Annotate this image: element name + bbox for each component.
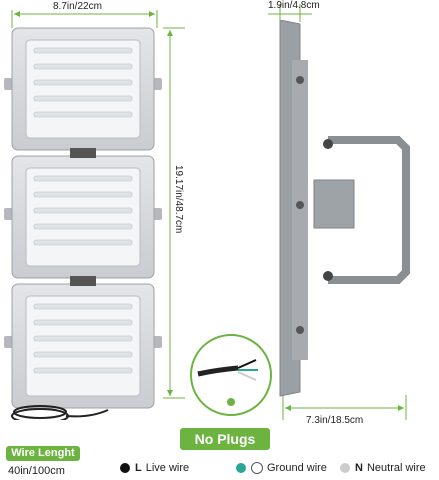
cable-closeup	[190, 334, 272, 416]
teal-dot-icon	[236, 463, 246, 473]
floodlight-front-view	[4, 27, 162, 420]
depth-label: 1.9in/4.8cm	[268, 0, 320, 11]
ground-symbol-icon	[251, 462, 263, 474]
height-label: 19.17in/48.7cm	[173, 165, 184, 234]
legend-live: L Live wire	[120, 462, 189, 474]
grey-dot-icon	[340, 463, 350, 473]
legend-ground: Ground wire	[236, 462, 327, 474]
floodlight-side-view	[279, 20, 410, 397]
width-label: 8.7in/22cm	[53, 1, 102, 12]
wire-length-value: 40in/100cm	[8, 465, 65, 477]
legend-neutral: N Neutral wire	[340, 462, 426, 474]
black-dot-icon	[120, 463, 130, 473]
wire-length-badge: Wire Lenght	[6, 446, 80, 461]
no-plugs-badge: No Plugs	[180, 428, 270, 450]
bracket-label: 7.3in/18.5cm	[306, 415, 364, 426]
